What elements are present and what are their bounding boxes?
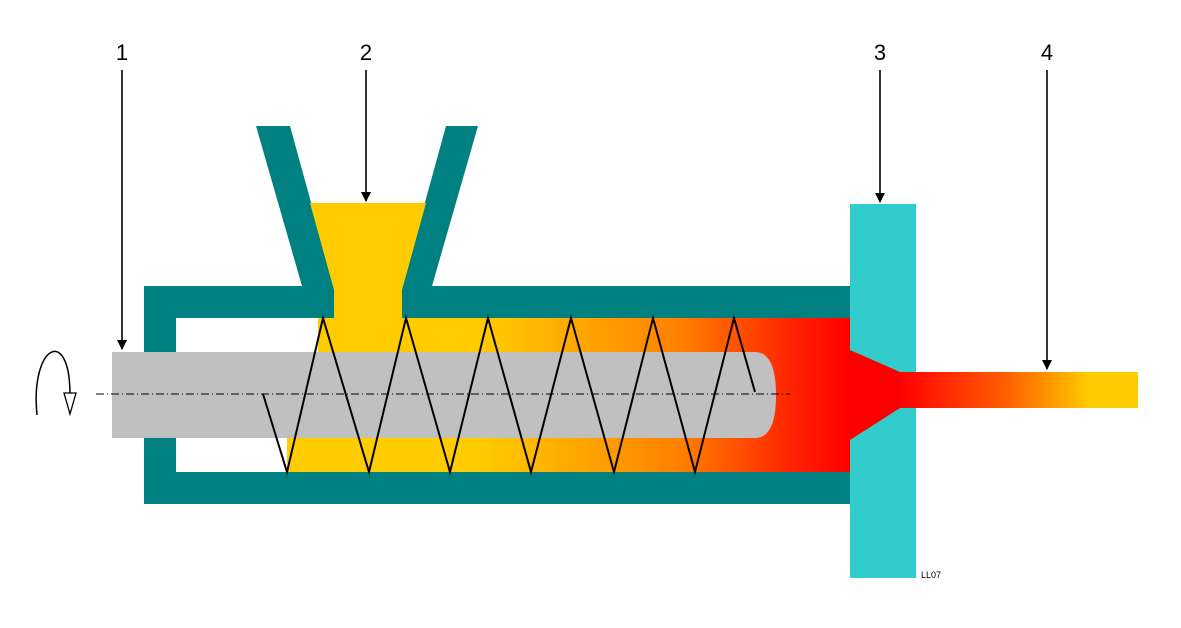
label-3: 3 [874, 40, 886, 65]
hopper-left-wall [256, 126, 334, 310]
label-1: 1 [116, 40, 128, 65]
die-channel [850, 350, 900, 440]
extrudate [896, 372, 1138, 408]
watermark-code: LL07 [921, 570, 941, 580]
hopper-right-wall [402, 126, 478, 310]
screw-shaft [112, 352, 776, 438]
label-2: 2 [360, 40, 372, 65]
label-4: 4 [1041, 40, 1053, 65]
hopper-material [310, 203, 426, 320]
rotation-arrow-icon [35, 350, 77, 417]
screw-flight [262, 314, 756, 476]
